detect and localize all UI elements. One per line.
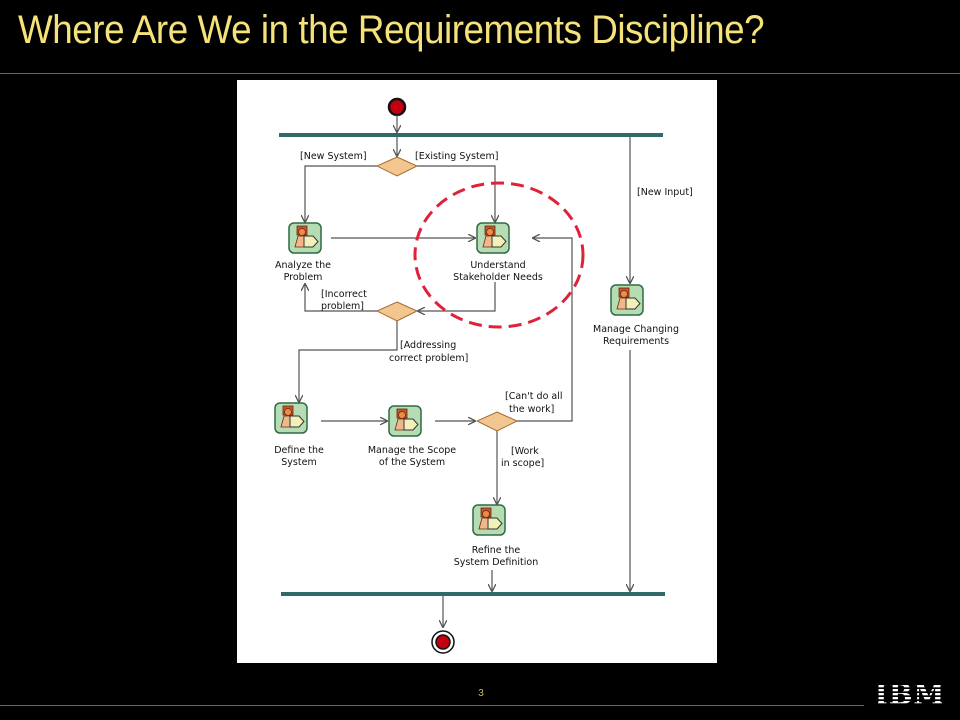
define-system-activity-icon [274,402,308,434]
analyze-problem-label-1: Analyze the [275,260,331,271]
decision-system-type [375,156,419,177]
highlight-circle [413,181,585,329]
guard-work-in-scope-2: in scope] [501,458,544,469]
manage-changing-label-1: Manage Changing [593,324,679,335]
refine-definition-activity-icon [472,504,506,536]
guard-new-input: [New Input] [637,187,693,198]
guard-incorrect-problem-1: [Incorrect [321,289,367,300]
title-divider [0,73,960,74]
decision-problem-check [375,301,419,322]
guard-work-in-scope-1: [Work [511,446,539,457]
start-node [387,97,407,117]
understand-needs-activity-icon [476,222,510,254]
manage-changing-label-2: Requirements [603,336,669,347]
flow-new-system [305,165,377,222]
manage-scope-label-2: of the System [379,457,445,468]
guard-new-system: [New System] [300,151,367,162]
refine-definition-label-2: System Definition [454,557,538,568]
flow-cant-do-all [517,238,573,422]
slide-title: Where Are We in the Requirements Discipl… [18,8,765,52]
guard-existing-system: [Existing System] [415,151,499,162]
manage-changing-activity-icon [610,284,644,316]
manage-scope-label-1: Manage the Scope [368,445,456,456]
flow-existing-system [417,165,495,222]
analyze-problem-label-2: Problem [284,272,323,283]
refine-definition-label-1: Refine the [472,545,521,556]
ibm-logo: IBM [878,678,942,709]
guard-cant-do-all-1: [Can't do all [505,391,563,402]
guard-cant-do-all-2: the work] [509,404,554,415]
fork-bar [279,133,663,137]
understand-needs-label-2: Stakeholder Needs [453,272,543,283]
flow-addressing-correct [299,321,398,402]
guard-addressing-2: correct problem] [389,353,468,364]
understand-needs-label-1: Understand [470,260,525,271]
flow-incorrect-problem [305,284,377,312]
join-bar [281,592,665,596]
manage-scope-activity-icon [388,405,422,437]
define-system-label-1: Define the [274,445,324,456]
page-number: 3 [478,688,484,699]
guard-addressing-1: [Addressing [400,340,456,351]
guard-incorrect-problem-2: problem] [321,301,364,312]
ibm-logo-text: IBM [878,678,942,709]
activity-diagram: [New System] [Existing System] [New Inpu… [237,80,717,663]
analyze-problem-activity-icon [288,222,322,254]
end-node-core [435,634,451,650]
footer-divider [0,705,864,706]
define-system-label-2: System [281,457,316,468]
